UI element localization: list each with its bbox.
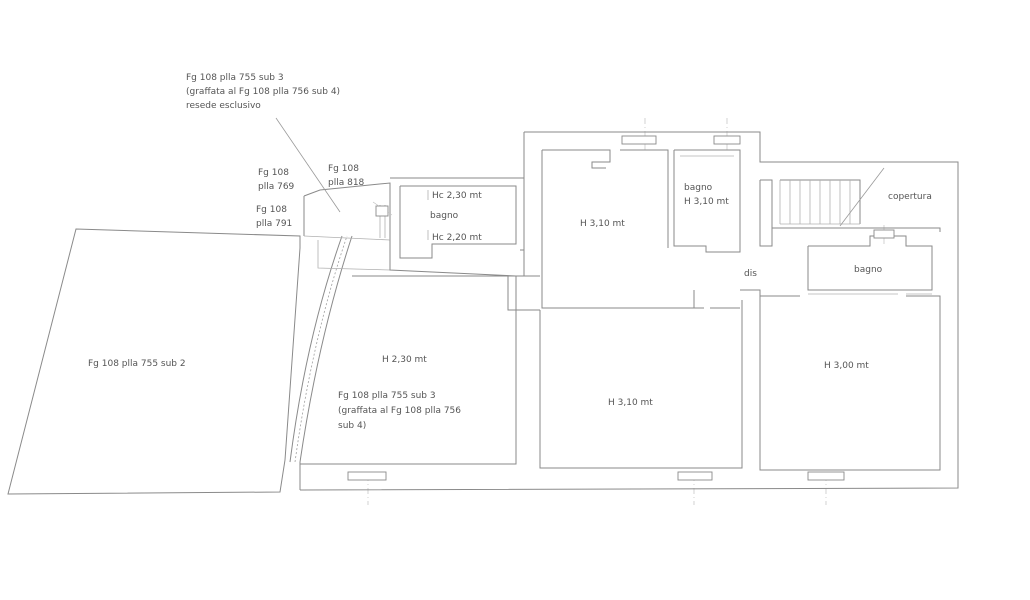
label-plla769-2: plla 769 xyxy=(258,182,295,192)
label-sub3-mid-2: (graffata al Fg 108 plla 756 xyxy=(338,406,461,416)
label-sub3-mid-3: sub 4) xyxy=(338,421,366,431)
window-fixtures xyxy=(347,135,895,481)
label-sub3-top-2: (graffata al Fg 108 plla 756 sub 4) xyxy=(186,87,340,97)
label-bagno-center-1: bagno xyxy=(684,183,713,193)
label-sub3-mid-1: Fg 108 plla 755 sub 3 xyxy=(338,391,436,401)
label-bagno-center-2: H 3,10 mt xyxy=(684,197,729,207)
room-upper-center xyxy=(541,149,704,309)
small-parcels xyxy=(303,182,391,271)
stair-area xyxy=(759,167,885,247)
label-copertura: copertura xyxy=(888,192,932,202)
label-plla818-2: plla 818 xyxy=(328,178,365,188)
label-dis: dis xyxy=(744,269,757,279)
label-hc-top: Hc 2,30 mt xyxy=(432,191,482,201)
label-plla818-1: Fg 108 xyxy=(328,164,359,174)
label-sub3-top-1: Fg 108 plla 755 sub 3 xyxy=(186,73,284,83)
label-hc-bottom: Hc 2,20 mt xyxy=(432,233,482,243)
label-plla791-2: plla 791 xyxy=(256,219,292,229)
room-bathroom-right xyxy=(772,227,941,295)
label-h310-upper: H 3,10 mt xyxy=(580,219,625,229)
room-sub3 xyxy=(300,275,517,465)
label-bagno-right: bagno xyxy=(854,265,883,275)
room-lower-center xyxy=(539,289,761,469)
section-axis-lines xyxy=(367,118,885,505)
label-h310-lower: H 3,10 mt xyxy=(608,398,653,408)
label-leader-line xyxy=(275,117,341,213)
room-lower-right xyxy=(759,295,941,471)
main-building-outline xyxy=(299,131,959,491)
room-bathroom-center xyxy=(673,149,741,253)
label-h230: H 2,30 mt xyxy=(382,355,427,365)
label-h300: H 3,00 mt xyxy=(824,361,869,371)
label-sub2: Fg 108 plla 755 sub 2 xyxy=(88,359,186,369)
label-sub3-top-3: resede esclusivo xyxy=(186,101,261,111)
label-plla791-1: Fg 108 xyxy=(256,205,287,215)
labels: Fg 108 plla 755 sub 3 (graffata al Fg 10… xyxy=(88,73,932,431)
label-plla769-1: Fg 108 xyxy=(258,168,289,178)
label-bagno-left: bagno xyxy=(430,211,459,221)
parcel-sub2-outline xyxy=(7,228,301,495)
ramp-strip xyxy=(289,235,353,463)
